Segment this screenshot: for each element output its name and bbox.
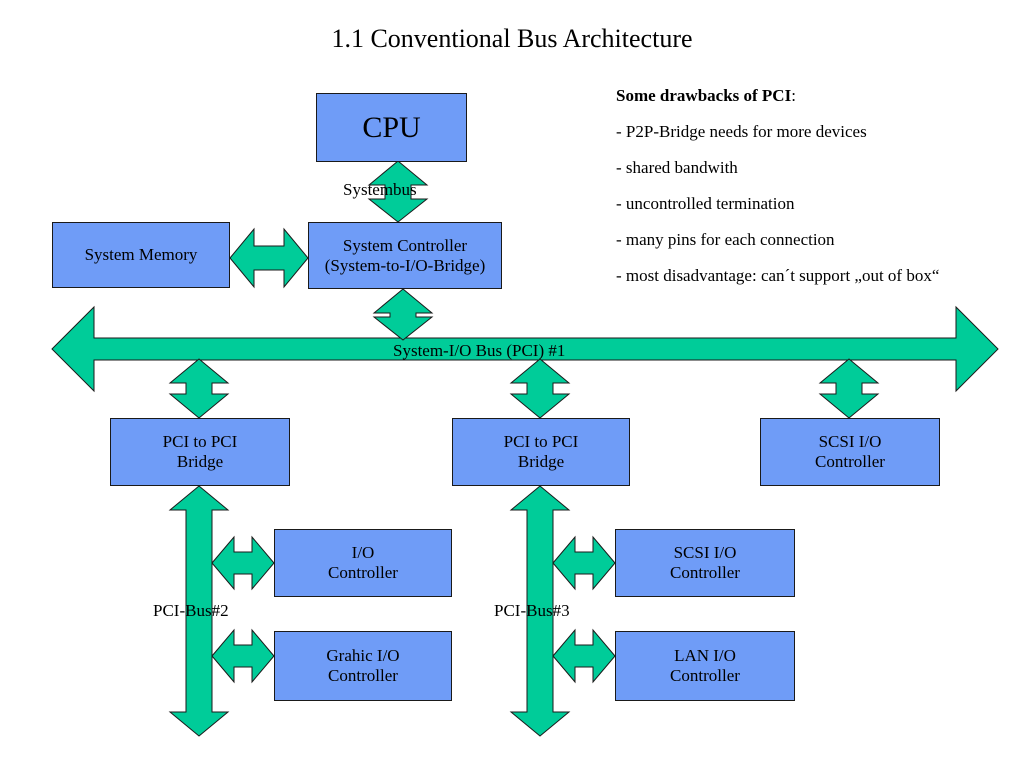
systembus-label: Systembus <box>343 180 417 199</box>
scsi-controller-bottom-label-1: SCSI I/O <box>673 543 737 562</box>
scsi-controller-top-box: SCSI I/O Controller <box>760 418 940 486</box>
pci-bridge-left-box: PCI to PCI Bridge <box>110 418 290 486</box>
page-title: 1.1 Conventional Bus Architecture <box>331 24 693 53</box>
io-controller-label-1: I/O <box>351 543 375 562</box>
scsi-controller-top-label-2: Controller <box>815 452 885 471</box>
scsi-controller-bottom-box: SCSI I/O Controller <box>615 529 795 597</box>
pci-bus-3-label: PCI-Bus#3 <box>494 601 570 620</box>
drawbacks-heading-colon: : <box>791 86 796 105</box>
scsi-controller-top-label-1: SCSI I/O <box>818 432 882 451</box>
drawback-item: - most disadvantage: can´t support „out … <box>616 266 940 285</box>
bus-bridge-left-arrow <box>168 358 230 419</box>
system-io-bus-arrow <box>51 305 999 393</box>
graphic-io-controller-label-2: Controller <box>328 666 398 685</box>
drawback-item: - P2P-Bridge needs for more devices <box>616 122 867 141</box>
lan-io-controller-label-2: Controller <box>670 666 740 685</box>
lan-io-controller-box: LAN I/O Controller <box>615 631 795 701</box>
lan-io-controller-label-1: LAN I/O <box>674 646 736 665</box>
pci-bridge-mid-label-1: PCI to PCI <box>503 432 579 451</box>
drawbacks-heading: Some drawbacks of PCI <box>616 86 792 105</box>
system-controller-label-1: System Controller <box>342 235 468 255</box>
system-io-bus-label: System-I/O Bus (PCI) #1 <box>393 341 566 360</box>
system-memory-label: System Memory <box>84 245 198 264</box>
system-controller-box: System Controller (System-to-I/O-Bridge) <box>308 222 502 289</box>
drawbacks-notes: Some drawbacks of PCI: - P2P-Bridge need… <box>616 86 976 302</box>
scsi-controller-bottom-label-2: Controller <box>670 563 740 582</box>
pci-bus-2-label: PCI-Bus#2 <box>153 601 229 620</box>
system-controller-label-2: (System-to-I/O-Bridge) <box>324 255 486 275</box>
bus-bridge-mid-arrow <box>509 358 571 419</box>
bus2-graphic-arrow <box>211 628 275 684</box>
cpu-box: CPU <box>316 93 467 162</box>
bus3-scsi-arrow <box>552 535 616 591</box>
drawback-item: - uncontrolled termination <box>616 194 795 213</box>
graphic-io-controller-box: Grahic I/O Controller <box>274 631 452 701</box>
system-memory-box: System Memory <box>52 222 230 288</box>
io-controller-box: I/O Controller <box>274 529 452 597</box>
bus2-io-arrow <box>211 535 275 591</box>
pci-bridge-mid-box: PCI to PCI Bridge <box>452 418 630 486</box>
cpu-label: CPU <box>362 110 421 144</box>
bus-scsi-arrow <box>818 358 880 419</box>
pci-bridge-left-label-1: PCI to PCI <box>162 432 238 451</box>
pci-bridge-mid-label-2: Bridge <box>517 452 565 471</box>
pci-bridge-left-label-2: Bridge <box>176 452 224 471</box>
memory-controller-arrow <box>229 227 309 289</box>
bus3-lan-arrow <box>552 628 616 684</box>
drawback-item: - many pins for each connection <box>616 230 835 249</box>
controller-bus-arrow <box>372 288 434 341</box>
pci-bus-3-arrow <box>509 485 571 737</box>
io-controller-label-2: Controller <box>328 563 398 582</box>
drawback-item: - shared bandwith <box>616 158 738 177</box>
graphic-io-controller-label-1: Grahic I/O <box>326 646 400 665</box>
pci-bus-2-arrow <box>168 485 230 737</box>
